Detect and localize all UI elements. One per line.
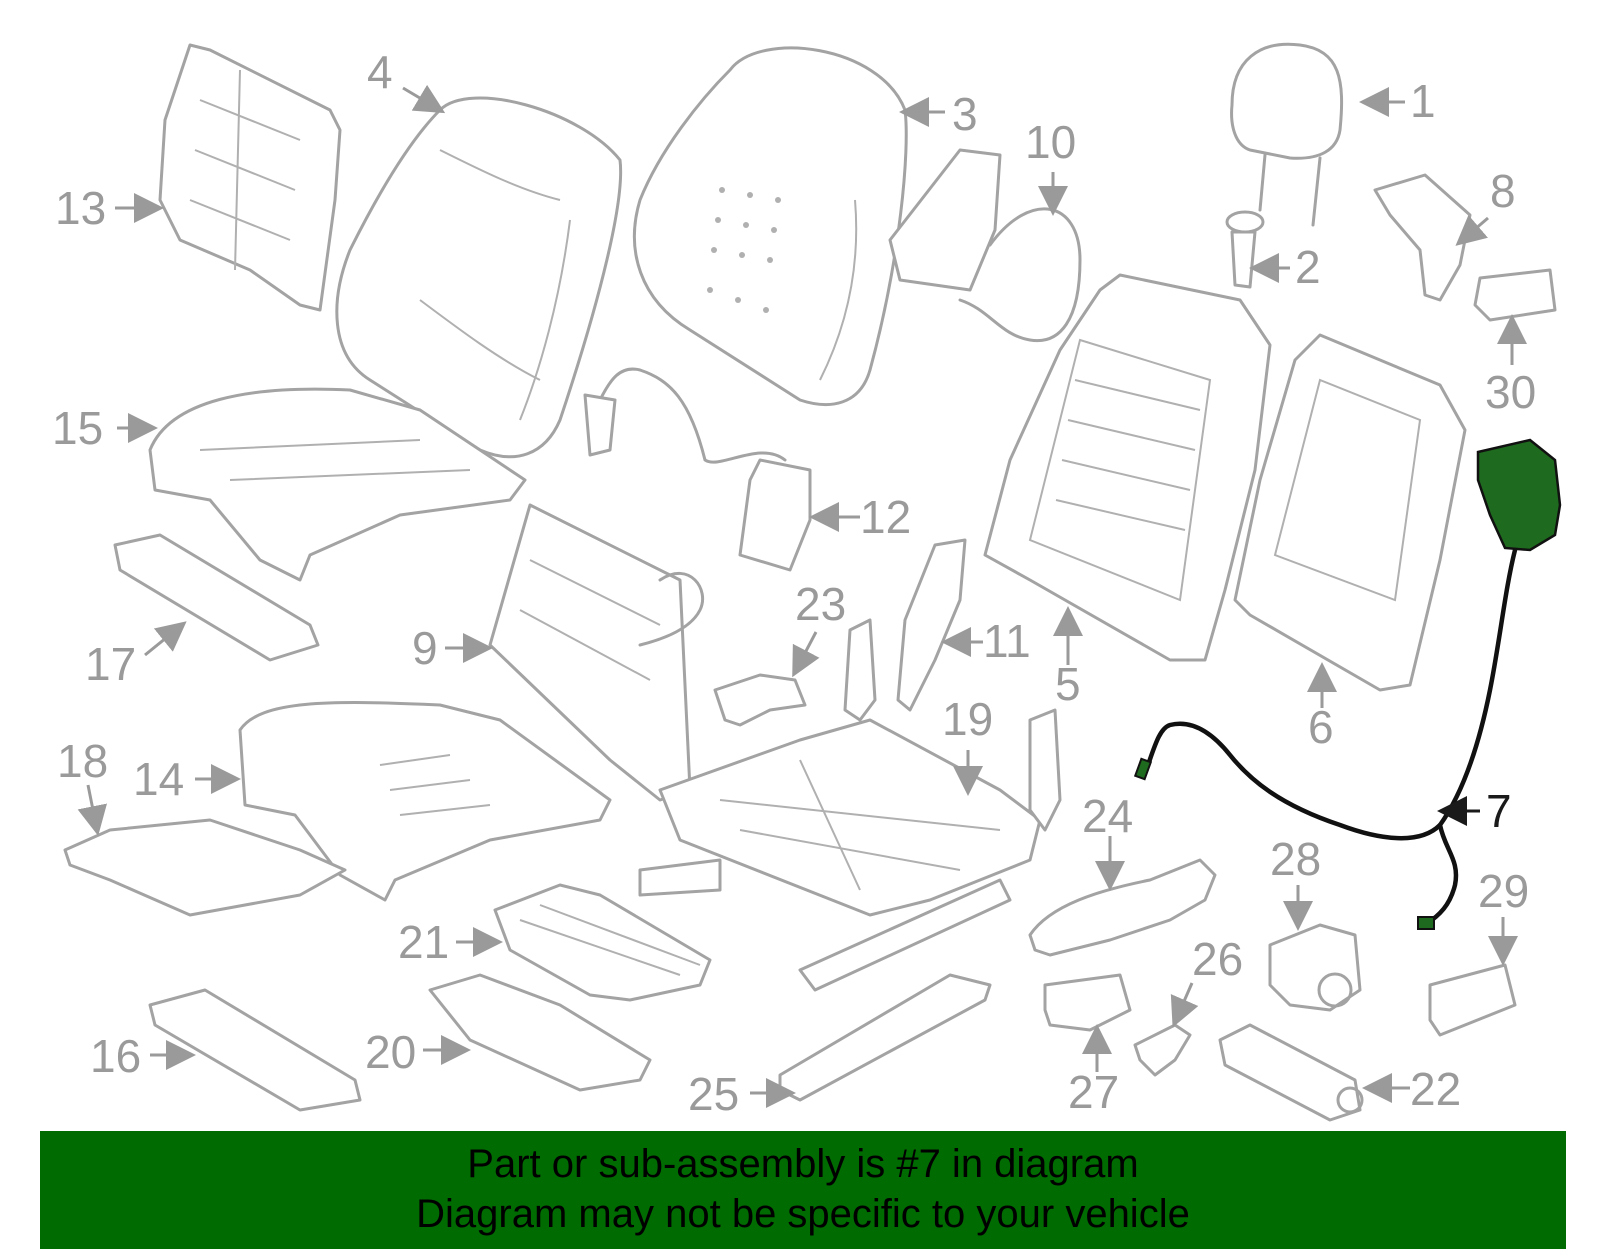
part-3-backrest-cover [632,46,908,407]
part-24-side-trim [1028,858,1217,957]
part-20-tray [428,973,652,1092]
callout-12: 12 [860,491,911,543]
part-27-switch [1043,973,1132,1032]
callout-14: 14 [133,753,184,805]
callout-24: 24 [1082,790,1133,842]
callout-5: 5 [1055,658,1081,710]
callout-9: 9 [412,622,438,674]
part-30-switch [1473,268,1557,322]
callout-22: 22 [1410,1063,1461,1115]
callout-8: 8 [1490,165,1516,217]
callout-11: 11 [983,615,1031,667]
callout-17: 17 [85,638,136,690]
part-25-rail [778,878,1012,1102]
callout-3: 3 [952,88,978,140]
callout-27: 27 [1068,1066,1119,1118]
banner-line-1: Part or sub-assembly is #7 in diagram [467,1142,1139,1186]
part-22-motor [1218,1023,1364,1122]
part-4-backrest [335,96,623,459]
part-17-bolster [113,533,320,662]
part-11-trim [896,538,967,712]
info-banner: Part or sub-assembly is #7 in diagram Di… [40,1131,1566,1249]
callout-2: 2 [1295,241,1321,293]
part-6-backrest-rear [1233,333,1467,692]
callout-26: 26 [1192,933,1243,985]
callout-19: 19 [942,693,993,745]
part-1-headrest [1230,42,1344,227]
leader-lines [77,84,1527,1108]
part-29-switch [1428,963,1517,1037]
part-5-backrest-frame [983,273,1272,662]
part-21-bracket [493,883,712,1002]
callout-10: 10 [1025,116,1076,168]
callout-6: 6 [1308,701,1334,753]
callout-7: 7 [1486,785,1512,837]
callout-30: 30 [1485,366,1536,418]
part-15-cushion-cover [148,387,527,582]
part-26-clip [1133,1023,1192,1077]
part-23-bracket [713,673,807,727]
callout-29: 29 [1478,865,1529,917]
callout-labels: 1 2 3 4 5 6 7 8 9 10 11 12 13 14 15 16 1… [52,46,1536,1120]
part-2-guide [1225,210,1265,289]
callout-18: 18 [57,735,108,787]
part-7-wiring-harness [1133,438,1562,930]
callout-20: 20 [365,1026,416,1078]
callout-16: 16 [90,1030,141,1082]
part-19-seat-frame [638,618,1062,917]
callout-15: 15 [52,402,103,454]
part-18-mat [63,818,347,917]
part-16-bolster [148,988,362,1112]
banner-line-2: Diagram may not be specific to your vehi… [416,1192,1190,1236]
part-28-motor [1268,923,1362,1012]
part-12-module [583,367,812,572]
callout-28: 28 [1270,833,1321,885]
callout-1: 1 [1410,75,1436,127]
callout-13: 13 [55,182,106,234]
part-14-cushion [238,701,612,902]
callout-23: 23 [795,578,846,630]
callout-21: 21 [398,916,449,968]
callout-25: 25 [688,1068,739,1120]
part-13-backrest-panel [158,43,342,312]
callout-4: 4 [367,46,393,98]
part-8-trim [1373,173,1472,302]
